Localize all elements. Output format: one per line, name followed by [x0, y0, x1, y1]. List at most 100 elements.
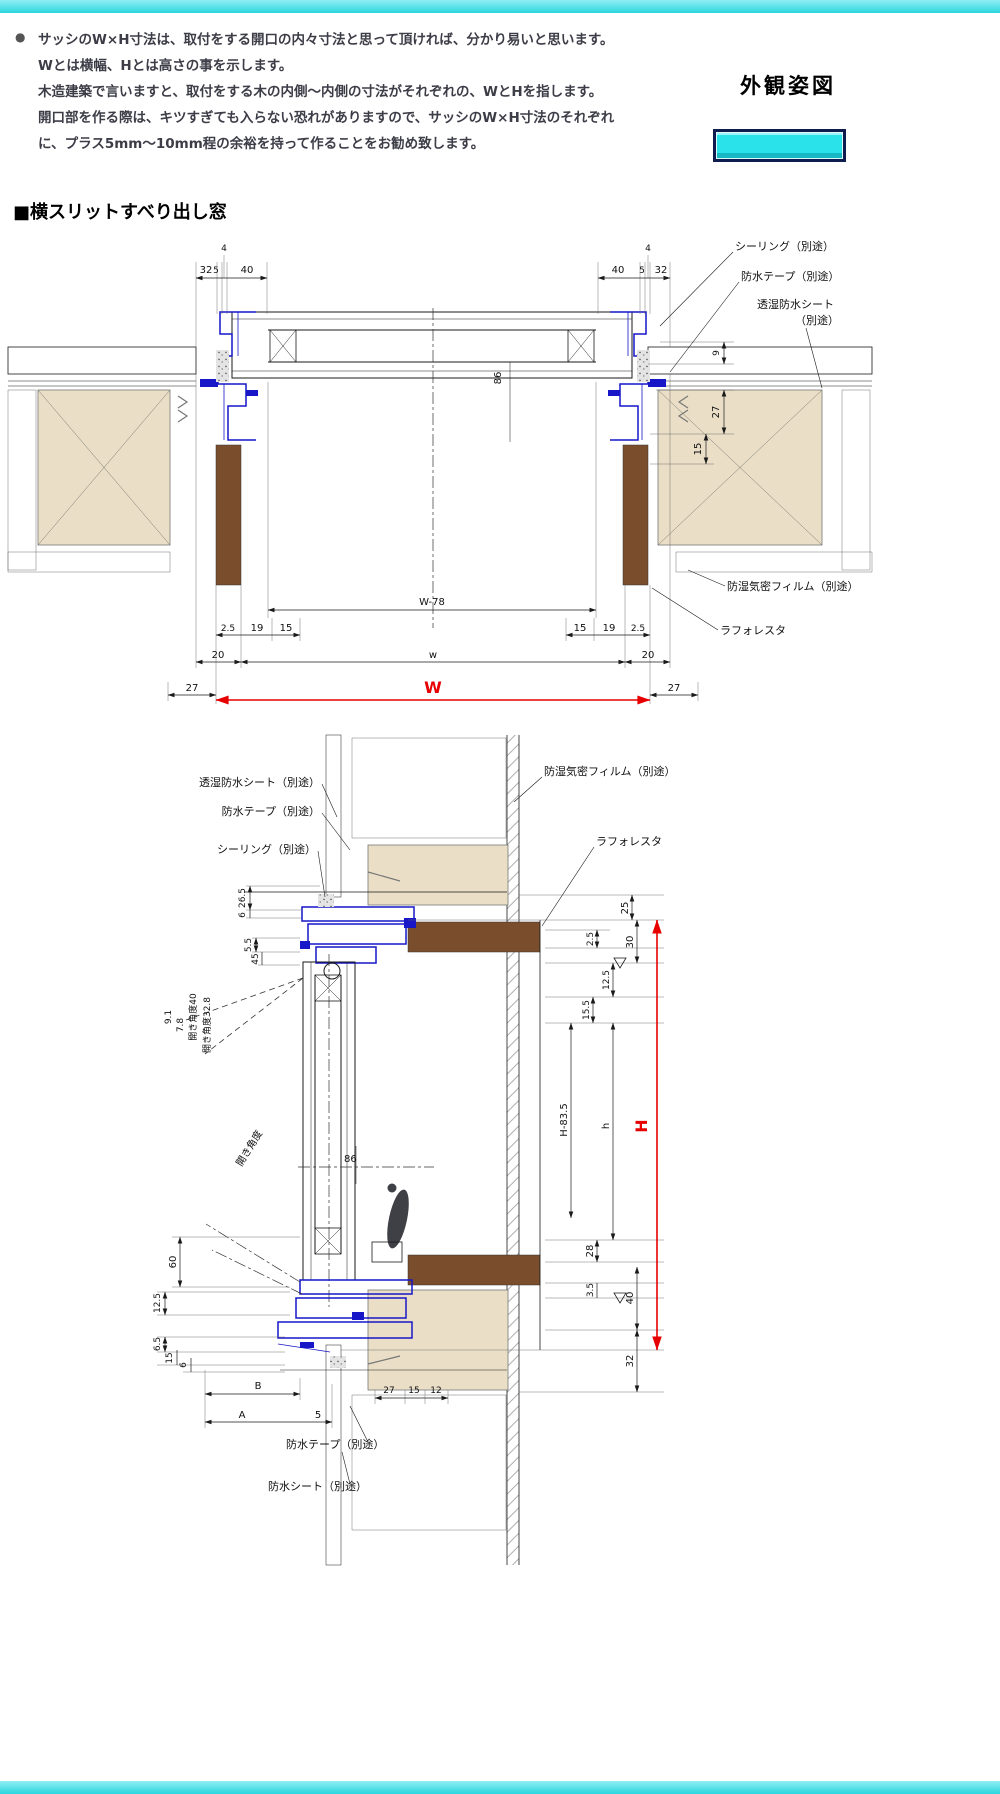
- dim-label: h: [601, 1123, 612, 1129]
- leader-labels: 透湿防水シート（別途） 防水テープ（別途） シーリング（別途） 防湿気密フィルム…: [199, 764, 676, 1493]
- dim-label: 40: [241, 265, 254, 276]
- label-laforesta: ラフォレスタ: [720, 624, 786, 637]
- glass-spacer-left: [269, 329, 297, 363]
- label-sealing: シーリング（別途）: [217, 842, 316, 856]
- label-breathable-sheet: 透湿防水シート（別途）: [199, 775, 320, 789]
- dim-label: 4: [221, 244, 227, 254]
- dim-label: 6: [238, 912, 248, 918]
- dim-label: 25: [620, 902, 631, 915]
- level-marker-icon: [613, 957, 627, 969]
- dim-label: 60: [168, 1256, 179, 1269]
- handle-base: [371, 1241, 403, 1263]
- dim-label: 2.5: [631, 624, 645, 634]
- drawing-section-title: ■横スリットすべり出し窓: [13, 202, 227, 223]
- dim-label: W-78: [419, 597, 445, 608]
- dim-label: 9: [712, 350, 722, 356]
- insulation-top: [351, 737, 507, 839]
- label-open-angle-328: 開き角度32.8: [201, 997, 213, 1053]
- label-waterproof-tape-bottom: 防水テープ（別途）: [286, 1437, 384, 1451]
- dim-label: 27: [383, 1386, 394, 1396]
- dim-label: 5.5: [244, 938, 254, 952]
- dim-label: B: [255, 1381, 262, 1392]
- trim-bottom: [407, 1254, 541, 1286]
- wall-band-left: [7, 346, 197, 375]
- label-waterproof-sheet-bottom: 防水シート（別途）: [268, 1479, 367, 1493]
- dim-label: 4: [645, 244, 651, 254]
- dim-label: 20: [212, 650, 225, 661]
- dim-label: 5: [639, 266, 645, 276]
- sealing-bead: [330, 1356, 346, 1368]
- label-vapor-film: 防湿気密フィルム（別途）: [727, 579, 859, 593]
- siding-bottom: [325, 1344, 342, 1566]
- glass-spacer-bottom: [314, 1227, 342, 1255]
- horizontal-section-drawing: 86 32 5 4 40 40 5 4 32 9 27: [7, 239, 873, 705]
- dimensions-bottom-center: 27 15 12: [374, 1386, 449, 1404]
- label-waterproof-tape: 防水テープ（別途）: [222, 804, 320, 818]
- dim-label: 5: [213, 266, 219, 276]
- vertical-section-drawing: 86 9.1 7.8 開き角度40 開き角度32.8 開き角度 26.5 6 5…: [153, 734, 676, 1566]
- dimensions-right: 25 2.5 30 12.5 15.5 H-83.5 h 28 3.5 40 3…: [341, 894, 664, 1393]
- glass-spacer-top: [314, 974, 342, 1002]
- insulation-left: [7, 389, 37, 571]
- wood-header: [367, 844, 509, 906]
- dim-label: 12.5: [153, 1293, 163, 1313]
- frame-top: [300, 894, 416, 980]
- dim-label: 15.5: [582, 1000, 592, 1020]
- dim-label: 15: [280, 623, 293, 634]
- frame-bottom: [277, 1279, 413, 1368]
- dim-label: 12: [430, 1386, 441, 1396]
- dim-label: 86: [344, 1154, 357, 1165]
- dim-label: 6: [179, 1362, 189, 1368]
- sash-and-glass: 86: [231, 308, 633, 628]
- wall-finish-right: [675, 551, 873, 573]
- dim-label: 6.5: [153, 1337, 163, 1351]
- dim-label: w: [429, 650, 437, 661]
- screw-icon: [177, 395, 189, 423]
- sealing-bead: [318, 894, 334, 907]
- dimensions-top: 32 5 4 40 40 5 4 32: [195, 244, 671, 347]
- dim-label: 26.5: [238, 888, 248, 908]
- dim-label: 32: [200, 265, 213, 276]
- dim-label: 27: [186, 683, 199, 694]
- dim-label: 45: [251, 953, 261, 964]
- opening-angle-projection: 9.1 7.8 開き角度40 開き角度32.8 開き角度: [164, 977, 304, 1295]
- dim-label: 7.8: [176, 1018, 186, 1033]
- dim-label: 12.5: [602, 970, 612, 990]
- operator-handle: [387, 1189, 409, 1249]
- intro-text-block: サッシのW×H寸法は、取付をする開口の内々寸法と思って頂ければ、分かり易いと思い…: [38, 27, 698, 157]
- dim-label: 19: [603, 623, 616, 634]
- dim-label: 27: [668, 683, 681, 694]
- dim-label: 15: [693, 443, 704, 456]
- label-open-angle-40: 開き角度40: [187, 993, 199, 1041]
- dimensions-side-right: 9 27 15: [648, 341, 734, 465]
- intro-line: 開口部を作る際は、キツすぎても入らない恐れがありますので、サッシのW×H寸法のそ…: [38, 110, 615, 126]
- dim-label: 40: [612, 265, 625, 276]
- intro-line: 木造建築で言いますと、取付をする木の内側～内側の寸法がそれぞれの、WとHを指しま…: [38, 84, 603, 100]
- dimensions-bottom: W-78 2.5 19 15 15 19 2.5 20 w 20 27 27 W: [167, 374, 699, 705]
- label-laforesta: ラフォレスタ: [596, 835, 662, 848]
- trim-top: [407, 921, 541, 953]
- appearance-figure-title: 外観姿図: [740, 74, 836, 98]
- top-accent-bar: [0, 0, 1000, 13]
- bottom-accent-bar: [0, 1781, 1000, 1794]
- dim-label: 32: [655, 265, 668, 276]
- frame-profile-left: [200, 311, 258, 441]
- handle-knob: [387, 1183, 397, 1193]
- leader-labels: シーリング（別途） 防水テープ（別途） 透湿防水シート （別途） 防湿気密フィル…: [651, 239, 859, 637]
- dim-label: 20: [642, 650, 655, 661]
- glass-spacer-right: [567, 329, 595, 363]
- dim-label: 15: [165, 1352, 175, 1363]
- intro-line: Wとは横幅、Hとは高さの事を示します。: [38, 58, 293, 74]
- label-waterproof-tape: 防水テープ（別途）: [741, 269, 839, 283]
- screw-icon: [677, 395, 689, 423]
- friction-hinge-roller: [323, 962, 341, 980]
- dim-label: A: [239, 1410, 246, 1421]
- label-breathable-sheet: 透湿防水シート: [757, 297, 834, 311]
- screw-icon: [367, 1355, 401, 1365]
- jamb-trim-right: [622, 444, 649, 586]
- wood-sill: [367, 1289, 509, 1391]
- sealing-bead: [216, 350, 229, 382]
- dim-label: 19: [251, 623, 264, 634]
- sash-outline: [231, 311, 633, 379]
- dim-label: 30: [625, 936, 636, 949]
